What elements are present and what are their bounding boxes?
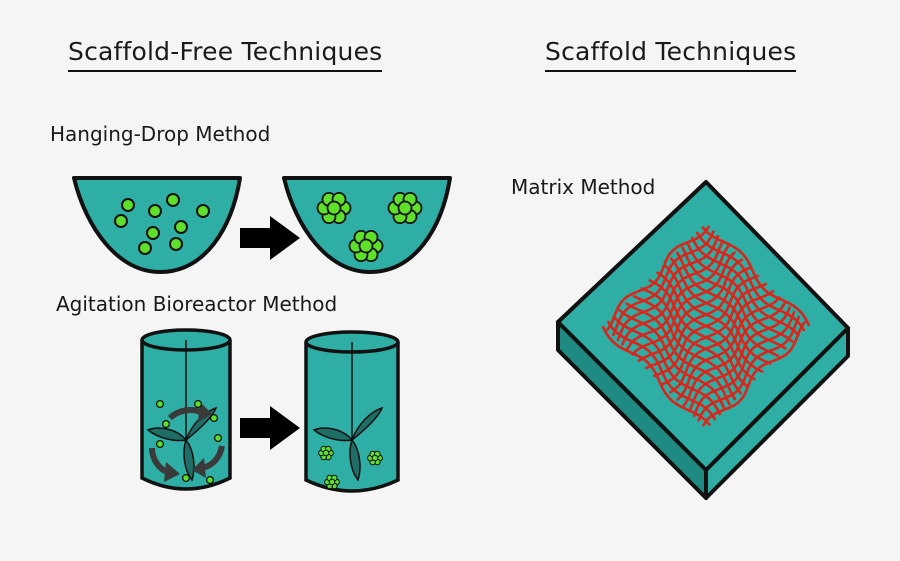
fiber — [687, 306, 791, 413]
hanging-drop-bowl-before — [72, 176, 242, 274]
scaffold-block-icon — [556, 180, 850, 500]
fiber — [648, 279, 749, 388]
cell — [138, 241, 152, 255]
cell — [155, 399, 165, 409]
bioreactor-after — [304, 330, 400, 493]
single-cells — [114, 193, 210, 255]
arrow-right-icon — [240, 406, 300, 450]
heading-scaffold: Scaffold Techniques — [545, 37, 797, 72]
heading-scaffold-free: Scaffold-Free Techniques — [68, 37, 383, 72]
fiber — [692, 310, 796, 418]
fiber — [625, 302, 731, 406]
fiber — [621, 239, 725, 346]
cell — [161, 419, 171, 429]
cell-spheroids — [316, 191, 423, 263]
cell — [322, 449, 330, 457]
cell — [205, 475, 215, 485]
label-agitation-bioreactor: Agitation Bioreactor Method — [56, 292, 338, 316]
spheroid — [316, 191, 352, 225]
cell-spheroids — [318, 445, 383, 490]
fiber — [618, 309, 726, 411]
cell — [181, 473, 191, 483]
bioreactor-before — [140, 328, 232, 491]
spheroid — [367, 450, 383, 466]
spheroid — [387, 191, 423, 225]
cell — [114, 214, 128, 228]
cell — [397, 200, 413, 216]
cell — [166, 193, 180, 207]
fiber — [686, 241, 794, 343]
cell — [174, 220, 188, 234]
cell — [326, 200, 342, 216]
cell — [148, 204, 162, 218]
fiber — [675, 251, 780, 358]
cell — [121, 198, 135, 212]
fiber — [702, 321, 806, 427]
hanging-drop-bowl-after — [282, 176, 452, 274]
fiber — [631, 251, 736, 356]
fiber — [701, 226, 811, 327]
label-hanging-drop: Hanging-Drop Method — [50, 122, 271, 146]
cell — [371, 454, 379, 462]
fiber — [668, 289, 775, 394]
fiber — [606, 225, 710, 331]
spheroid — [324, 474, 340, 490]
fiber — [697, 315, 801, 422]
fiber — [682, 301, 787, 408]
arrow-right-icon — [240, 216, 300, 260]
cell — [209, 413, 219, 423]
cell — [213, 433, 223, 443]
fiber — [669, 257, 772, 365]
cell — [196, 204, 210, 218]
single-cells — [155, 399, 223, 485]
cell — [146, 226, 160, 240]
cell — [155, 439, 165, 449]
spheroid — [348, 229, 384, 263]
spheroid — [318, 445, 334, 461]
cell — [358, 238, 374, 254]
fiber — [663, 264, 764, 373]
label-matrix: Matrix Method — [511, 175, 656, 199]
cell — [193, 399, 203, 409]
fiber — [695, 231, 806, 332]
fiber — [681, 246, 787, 350]
fiber — [690, 236, 800, 337]
cell — [169, 237, 183, 251]
fiber — [652, 274, 760, 378]
fiber — [640, 287, 743, 395]
impeller-icon — [312, 406, 384, 482]
flow-arrows — [149, 402, 225, 482]
cell — [328, 478, 336, 486]
fiber-mesh — [601, 225, 811, 427]
fiber — [644, 266, 751, 370]
